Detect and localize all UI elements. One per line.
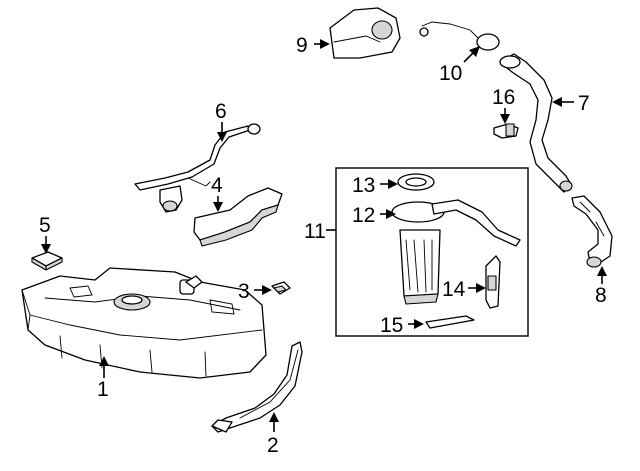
callout-3: 3	[238, 280, 250, 303]
fuel-pump-assembly-box	[335, 167, 529, 337]
heat-shield-icon	[329, 7, 401, 59]
lock-ring-icon	[397, 173, 435, 191]
callout-14: 14	[442, 278, 466, 301]
insulator-pad-icon	[193, 187, 283, 247]
callout-6: 6	[215, 100, 227, 123]
callout-9: 9	[296, 34, 308, 57]
callout-16: 16	[492, 86, 515, 109]
callout-11: 11	[304, 220, 326, 243]
callout-10: 10	[439, 62, 462, 85]
callout-15: 15	[380, 314, 403, 337]
filler-hose-icon	[571, 195, 613, 268]
vent-pipe-icon	[134, 123, 261, 213]
valve-icon	[493, 123, 519, 139]
leader-lines	[41, 39, 607, 432]
sending-unit-icon	[485, 255, 501, 309]
filler-pipe-icon	[499, 53, 573, 193]
insulator-block-icon	[31, 251, 63, 271]
tank-strap-icon	[211, 341, 303, 433]
clip-icon	[271, 281, 291, 295]
fuel-tank-icon	[21, 267, 267, 379]
fuel-pump-module-icon	[391, 199, 521, 305]
callout-13: 13	[352, 174, 375, 197]
callout-1: 1	[97, 378, 109, 401]
callout-5: 5	[39, 214, 51, 237]
callout-8: 8	[595, 284, 607, 307]
callout-2: 2	[267, 434, 279, 457]
callout-7: 7	[578, 92, 590, 115]
fuel-cap-tether-icon	[419, 21, 500, 51]
callout-12: 12	[352, 204, 375, 227]
callout-4: 4	[211, 174, 223, 197]
filter-strainer-icon	[425, 315, 475, 329]
